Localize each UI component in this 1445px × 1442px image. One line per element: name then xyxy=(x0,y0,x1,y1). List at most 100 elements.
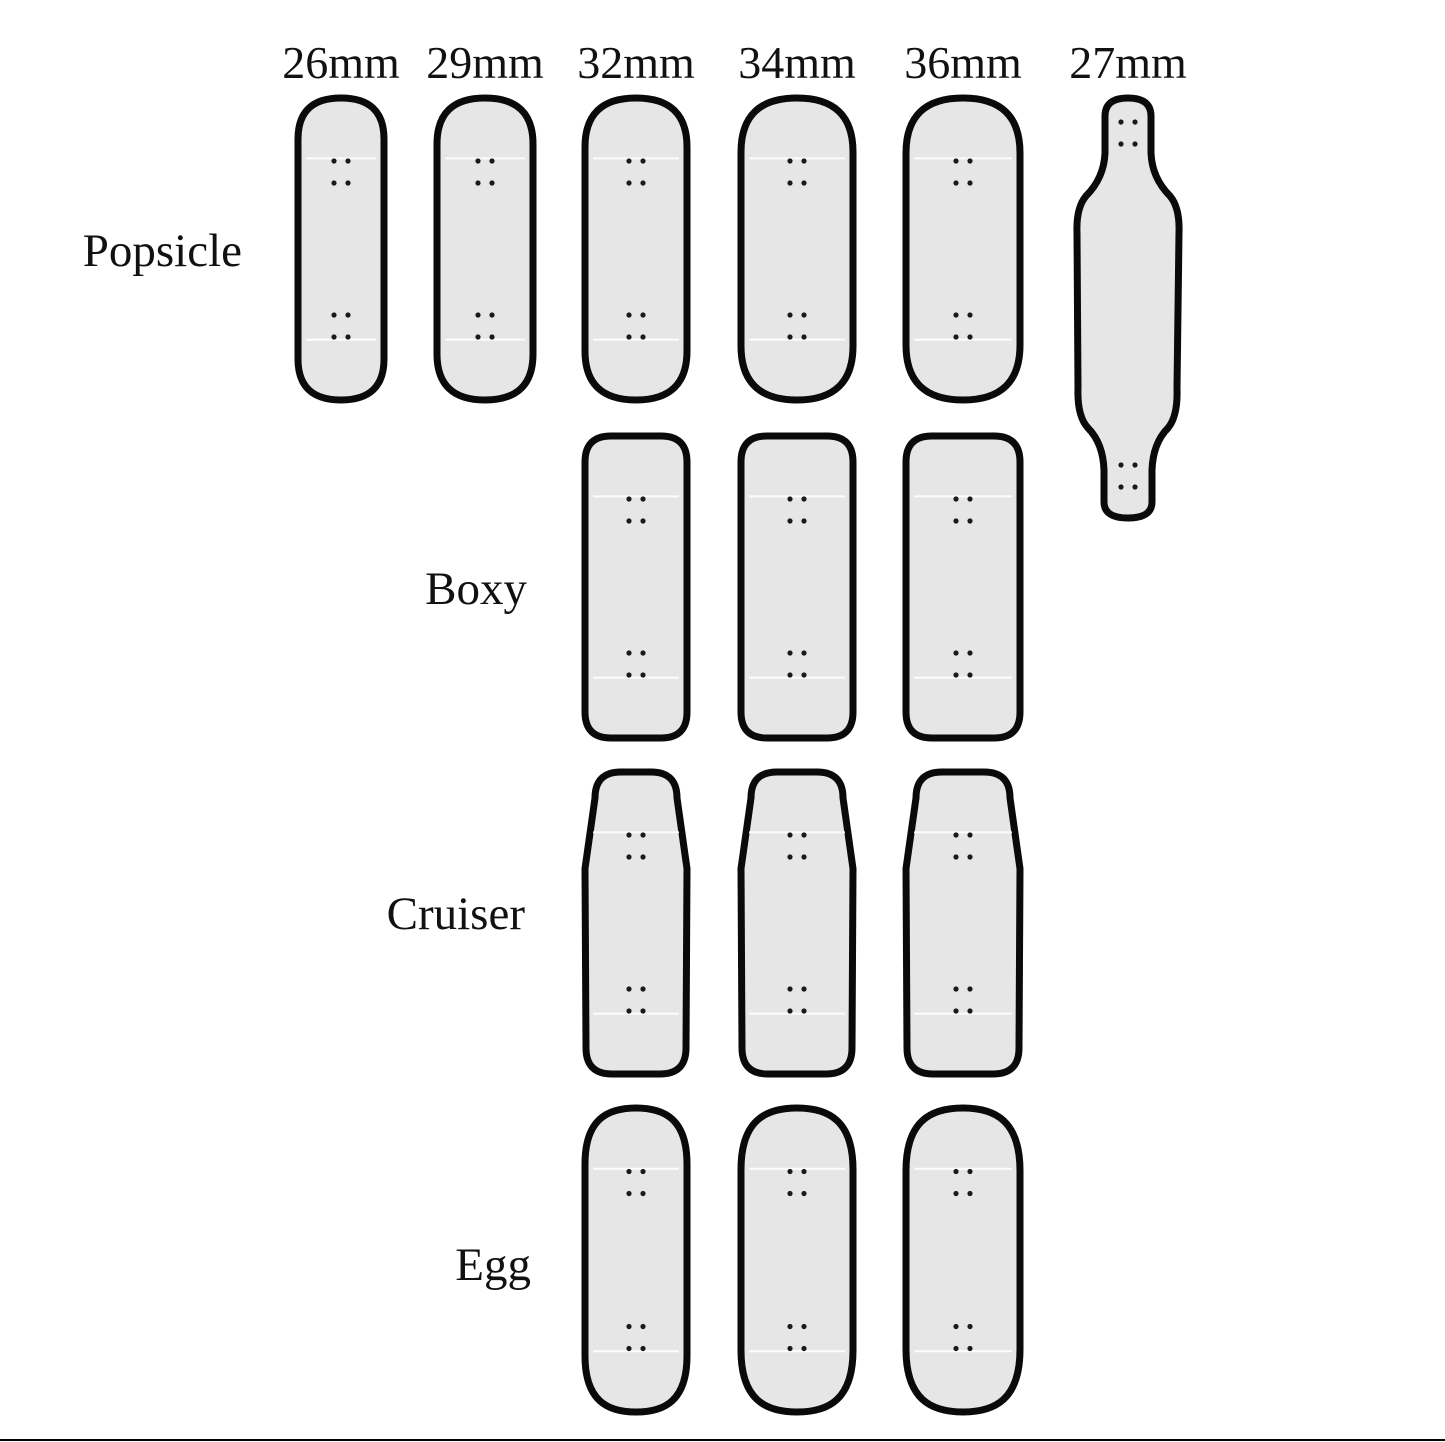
truck-hole-popsicle-36mm-nose-4 xyxy=(967,180,973,186)
truck-hole-cruiser-32mm-tail-1 xyxy=(626,986,632,992)
truck-hole-egg-36mm-nose-3 xyxy=(953,1190,959,1197)
deck-egg-36mm xyxy=(902,1104,1024,1416)
truck-hole-longboard-27mm-nose-3 xyxy=(1118,141,1124,147)
truck-hole-egg-32mm-tail-1 xyxy=(626,1323,632,1330)
truck-hole-cruiser-36mm-nose-1 xyxy=(953,832,959,838)
truck-hole-egg-36mm-nose-1 xyxy=(953,1168,959,1175)
truck-hole-popsicle-36mm-nose-1 xyxy=(953,158,959,164)
truck-hole-popsicle-34mm-nose-4 xyxy=(801,180,807,186)
shape-label-popsicle: Popsicle xyxy=(83,225,242,277)
truck-hole-cruiser-32mm-nose-1 xyxy=(626,832,632,838)
deck-outline-cruiser-32mm xyxy=(581,768,691,1078)
truck-hole-egg-34mm-tail-2 xyxy=(801,1323,807,1330)
truck-hole-longboard-27mm-tail-3 xyxy=(1118,484,1124,490)
truck-hole-egg-34mm-nose-2 xyxy=(801,1168,807,1175)
truck-hole-boxy-34mm-nose-2 xyxy=(801,496,807,502)
truck-hole-boxy-34mm-tail-4 xyxy=(801,672,807,678)
truck-hole-popsicle-29mm-tail-4 xyxy=(489,334,495,340)
truck-hole-popsicle-29mm-nose-1 xyxy=(475,158,481,164)
deck-cruiser-34mm xyxy=(737,768,857,1078)
deck-egg-34mm xyxy=(737,1104,857,1416)
truck-hole-popsicle-32mm-nose-1 xyxy=(626,158,632,164)
truck-hole-popsicle-26mm-nose-1 xyxy=(331,158,337,164)
truck-hole-popsicle-29mm-nose-2 xyxy=(489,158,495,164)
truck-hole-cruiser-36mm-nose-4 xyxy=(967,854,973,860)
truck-hole-boxy-36mm-tail-2 xyxy=(967,650,973,656)
truck-hole-egg-32mm-tail-4 xyxy=(640,1345,646,1352)
truck-hole-popsicle-29mm-tail-1 xyxy=(475,312,481,318)
deck-outline-egg-36mm xyxy=(902,1104,1024,1416)
truck-hole-egg-32mm-nose-4 xyxy=(640,1190,646,1197)
truck-hole-boxy-34mm-tail-2 xyxy=(801,650,807,656)
truck-hole-popsicle-32mm-tail-1 xyxy=(626,312,632,318)
truck-hole-egg-36mm-nose-2 xyxy=(967,1168,973,1175)
truck-hole-popsicle-26mm-nose-2 xyxy=(345,158,351,164)
size-headers: 26mm 29mm 32mm 34mm 36mm 27mm xyxy=(282,37,1187,88)
truck-hole-popsicle-29mm-tail-2 xyxy=(489,312,495,318)
truck-hole-popsicle-26mm-nose-4 xyxy=(345,180,351,186)
truck-hole-boxy-36mm-nose-2 xyxy=(967,496,973,502)
truck-hole-egg-34mm-tail-3 xyxy=(787,1345,793,1352)
truck-hole-popsicle-32mm-nose-4 xyxy=(640,180,646,186)
truck-hole-cruiser-36mm-tail-2 xyxy=(967,986,973,992)
truck-hole-cruiser-36mm-tail-4 xyxy=(967,1008,973,1014)
size-label-32mm: 32mm xyxy=(577,37,695,88)
truck-hole-egg-36mm-tail-3 xyxy=(953,1345,959,1352)
truck-hole-popsicle-34mm-tail-3 xyxy=(787,334,793,340)
truck-hole-egg-32mm-nose-3 xyxy=(626,1190,632,1197)
truck-hole-cruiser-34mm-nose-4 xyxy=(801,854,807,860)
size-label-36mm: 36mm xyxy=(904,37,1022,88)
truck-hole-popsicle-29mm-nose-4 xyxy=(489,180,495,186)
truck-hole-boxy-32mm-tail-3 xyxy=(626,672,632,678)
truck-hole-popsicle-36mm-tail-3 xyxy=(953,334,959,340)
truck-hole-cruiser-34mm-tail-1 xyxy=(787,986,793,992)
truck-hole-boxy-32mm-tail-4 xyxy=(640,672,646,678)
deck-boxy-32mm xyxy=(581,432,691,742)
truck-hole-popsicle-26mm-tail-1 xyxy=(331,312,337,318)
truck-hole-cruiser-36mm-nose-2 xyxy=(967,832,973,838)
truck-hole-egg-34mm-tail-1 xyxy=(787,1323,793,1330)
truck-hole-boxy-32mm-nose-2 xyxy=(640,496,646,502)
deck-outline-cruiser-34mm xyxy=(737,768,857,1078)
truck-hole-boxy-32mm-nose-3 xyxy=(626,518,632,524)
truck-hole-cruiser-34mm-tail-2 xyxy=(801,986,807,992)
truck-hole-cruiser-32mm-nose-2 xyxy=(640,832,646,838)
truck-hole-boxy-34mm-nose-3 xyxy=(787,518,793,524)
truck-hole-popsicle-32mm-nose-2 xyxy=(640,158,646,164)
truck-hole-egg-34mm-nose-1 xyxy=(787,1168,793,1175)
truck-hole-cruiser-34mm-tail-4 xyxy=(801,1008,807,1014)
truck-hole-cruiser-34mm-nose-3 xyxy=(787,854,793,860)
deck-grid xyxy=(294,94,1183,1416)
truck-hole-boxy-32mm-tail-1 xyxy=(626,650,632,656)
truck-hole-boxy-32mm-tail-2 xyxy=(640,650,646,656)
truck-hole-popsicle-26mm-tail-4 xyxy=(345,334,351,340)
deck-outline-popsicle-32mm xyxy=(581,94,691,404)
deck-outline-boxy-32mm xyxy=(581,432,691,742)
truck-hole-popsicle-32mm-tail-4 xyxy=(640,334,646,340)
deck-boxy-36mm xyxy=(902,432,1024,742)
truck-hole-popsicle-34mm-nose-3 xyxy=(787,180,793,186)
truck-hole-cruiser-34mm-tail-3 xyxy=(787,1008,793,1014)
truck-hole-popsicle-36mm-nose-3 xyxy=(953,180,959,186)
truck-hole-egg-32mm-tail-3 xyxy=(626,1345,632,1352)
deck-boxy-34mm xyxy=(737,432,857,742)
shape-labels: Popsicle Boxy Cruiser Egg xyxy=(83,225,531,1291)
truck-hole-popsicle-26mm-tail-2 xyxy=(345,312,351,318)
truck-hole-boxy-32mm-nose-4 xyxy=(640,518,646,524)
deck-outline-popsicle-26mm xyxy=(294,94,388,404)
truck-hole-boxy-34mm-tail-1 xyxy=(787,650,793,656)
truck-hole-popsicle-34mm-nose-2 xyxy=(801,158,807,164)
truck-hole-popsicle-36mm-tail-4 xyxy=(967,334,973,340)
truck-hole-popsicle-29mm-nose-3 xyxy=(475,180,481,186)
shape-label-cruiser: Cruiser xyxy=(387,888,526,940)
truck-hole-popsicle-26mm-nose-3 xyxy=(331,180,337,186)
shape-label-boxy: Boxy xyxy=(425,563,527,615)
deck-popsicle-29mm xyxy=(433,94,537,404)
truck-hole-cruiser-32mm-tail-4 xyxy=(640,1008,646,1014)
truck-hole-boxy-34mm-nose-1 xyxy=(787,496,793,502)
truck-hole-longboard-27mm-nose-1 xyxy=(1118,119,1124,125)
truck-hole-cruiser-34mm-nose-1 xyxy=(787,832,793,838)
deck-outline-egg-32mm xyxy=(581,1104,691,1416)
truck-hole-longboard-27mm-nose-2 xyxy=(1132,119,1138,125)
truck-hole-cruiser-36mm-tail-3 xyxy=(953,1008,959,1014)
